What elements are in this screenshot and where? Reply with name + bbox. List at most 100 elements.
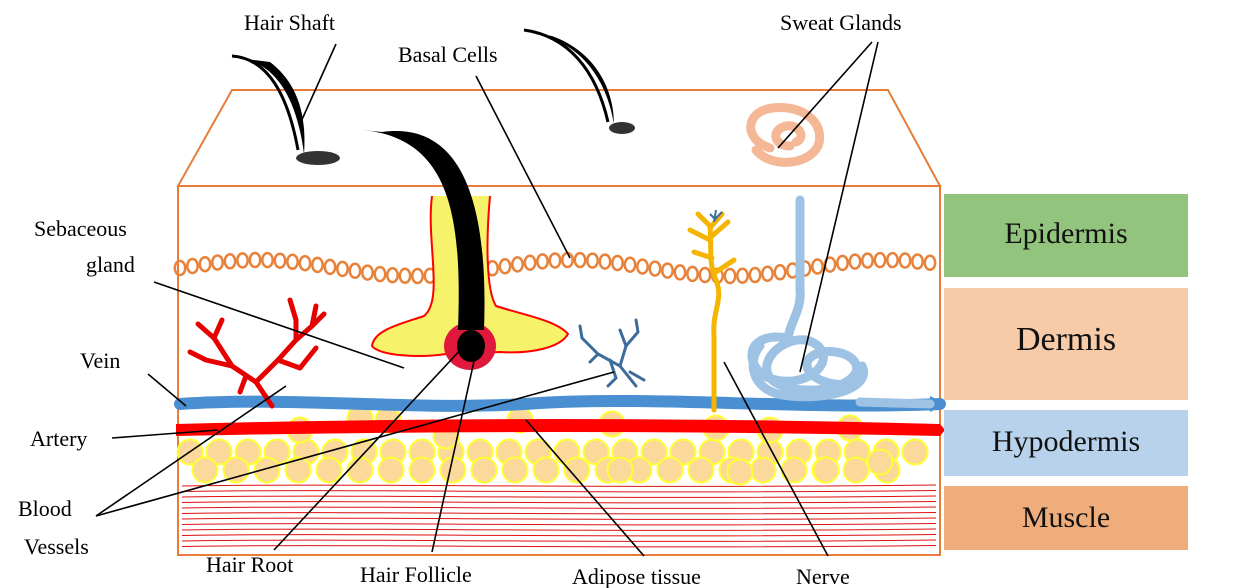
muscle-fiber bbox=[182, 485, 936, 486]
basal-cell bbox=[175, 261, 185, 275]
hair-bulb bbox=[457, 330, 485, 362]
muscle-fiber bbox=[182, 535, 936, 536]
legend-dermis-label: Dermis bbox=[1016, 321, 1116, 358]
artery bbox=[176, 419, 945, 436]
basal-cell bbox=[187, 259, 197, 273]
basal-cell bbox=[400, 269, 410, 283]
fat-cell bbox=[472, 458, 497, 483]
fat-cell bbox=[814, 458, 839, 483]
label-sebaceous-gland-line1: Sebaceous bbox=[34, 216, 127, 241]
fat-cell bbox=[286, 458, 311, 483]
fat-cell bbox=[255, 458, 280, 483]
vein-capillary bbox=[580, 320, 644, 386]
basal-cell bbox=[887, 253, 897, 267]
fat-cell bbox=[379, 458, 404, 483]
fat-cell bbox=[658, 458, 683, 483]
basal-cell bbox=[200, 257, 210, 271]
basal-cell bbox=[687, 267, 697, 281]
basal-cell bbox=[225, 254, 235, 268]
surface-hair-right bbox=[524, 30, 635, 134]
label-nerve: Nerve bbox=[796, 564, 850, 588]
basal-cell bbox=[925, 256, 935, 270]
basal-cell bbox=[250, 253, 260, 267]
muscle-fibers bbox=[182, 485, 936, 547]
sweat-gland bbox=[752, 200, 930, 404]
hair-follicle-shaft bbox=[362, 130, 485, 330]
muscle-fiber bbox=[182, 507, 936, 508]
fat-cell bbox=[751, 458, 776, 483]
basal-cell-layer bbox=[175, 253, 935, 283]
basal-cell bbox=[650, 262, 660, 276]
basal-cell bbox=[862, 254, 872, 268]
basal-cell bbox=[750, 268, 760, 282]
fat-cell bbox=[868, 450, 893, 475]
basal-cell bbox=[350, 264, 360, 278]
vein bbox=[180, 401, 940, 406]
basal-cell bbox=[612, 256, 622, 270]
basal-cell bbox=[875, 253, 885, 267]
basal-cell bbox=[300, 256, 310, 270]
basal-cell bbox=[762, 267, 772, 281]
basal-cell bbox=[562, 253, 572, 267]
muscle-fiber bbox=[182, 496, 936, 497]
label-hair-root: Hair Root bbox=[206, 552, 293, 577]
fat-cell bbox=[317, 458, 342, 483]
muscle-fiber bbox=[182, 491, 936, 492]
basal-cell bbox=[812, 260, 822, 274]
basal-cell bbox=[587, 254, 597, 268]
basal-cell bbox=[387, 268, 397, 282]
layer-legend: Epidermis Dermis Hypodermis Muscle bbox=[944, 194, 1188, 550]
legend-epidermis-label: Epidermis bbox=[1004, 217, 1127, 250]
basal-cell bbox=[912, 255, 922, 269]
muscle-fiber bbox=[182, 502, 936, 503]
adipose-cells bbox=[178, 406, 928, 485]
basal-cell bbox=[312, 258, 322, 272]
label-basal-cells: Basal Cells bbox=[398, 42, 498, 67]
basal-cell bbox=[575, 253, 585, 267]
basal-cell bbox=[325, 260, 335, 274]
basal-cell bbox=[625, 258, 635, 272]
muscle-fiber bbox=[182, 518, 936, 519]
label-sebaceous-gland-line2: gland bbox=[86, 252, 135, 277]
basal-cell bbox=[375, 267, 385, 281]
basal-cell bbox=[287, 255, 297, 269]
basal-cell bbox=[237, 253, 247, 267]
fat-cell bbox=[903, 440, 928, 465]
fat-cell bbox=[608, 458, 633, 483]
basal-cell bbox=[337, 262, 347, 276]
fat-cell bbox=[534, 458, 559, 483]
label-blood-vessels-line2: Vessels bbox=[24, 534, 89, 559]
basal-cell bbox=[525, 256, 535, 270]
basal-cell bbox=[675, 265, 685, 279]
basal-cell bbox=[500, 259, 510, 273]
label-vein: Vein bbox=[80, 348, 120, 373]
artery-capillary bbox=[190, 300, 324, 406]
fat-cell bbox=[410, 458, 435, 483]
basal-cell bbox=[662, 264, 672, 278]
basal-cell bbox=[362, 266, 372, 280]
fat-cell bbox=[728, 460, 753, 485]
basal-cell bbox=[637, 260, 647, 274]
muscle-fiber bbox=[182, 524, 936, 525]
sweat-gland-pore bbox=[751, 107, 820, 162]
muscle-fiber bbox=[182, 529, 936, 530]
basal-cell bbox=[212, 256, 222, 270]
basal-cell bbox=[900, 254, 910, 268]
basal-cell bbox=[550, 254, 560, 268]
label-blood-vessels-line1: Blood bbox=[18, 496, 72, 521]
basal-cell bbox=[537, 254, 547, 268]
fat-cell bbox=[441, 458, 466, 483]
basal-cell bbox=[262, 253, 272, 267]
fat-cell bbox=[348, 458, 373, 483]
label-sweat-glands: Sweat Glands bbox=[780, 10, 902, 35]
basal-cell bbox=[412, 269, 422, 283]
basal-cell bbox=[737, 269, 747, 283]
basal-cell bbox=[600, 255, 610, 269]
fat-cell bbox=[503, 458, 528, 483]
basal-cell bbox=[700, 268, 710, 282]
label-artery: Artery bbox=[30, 426, 87, 451]
fat-cell bbox=[844, 458, 869, 483]
fat-cell bbox=[193, 458, 218, 483]
muscle-fiber bbox=[182, 540, 936, 541]
